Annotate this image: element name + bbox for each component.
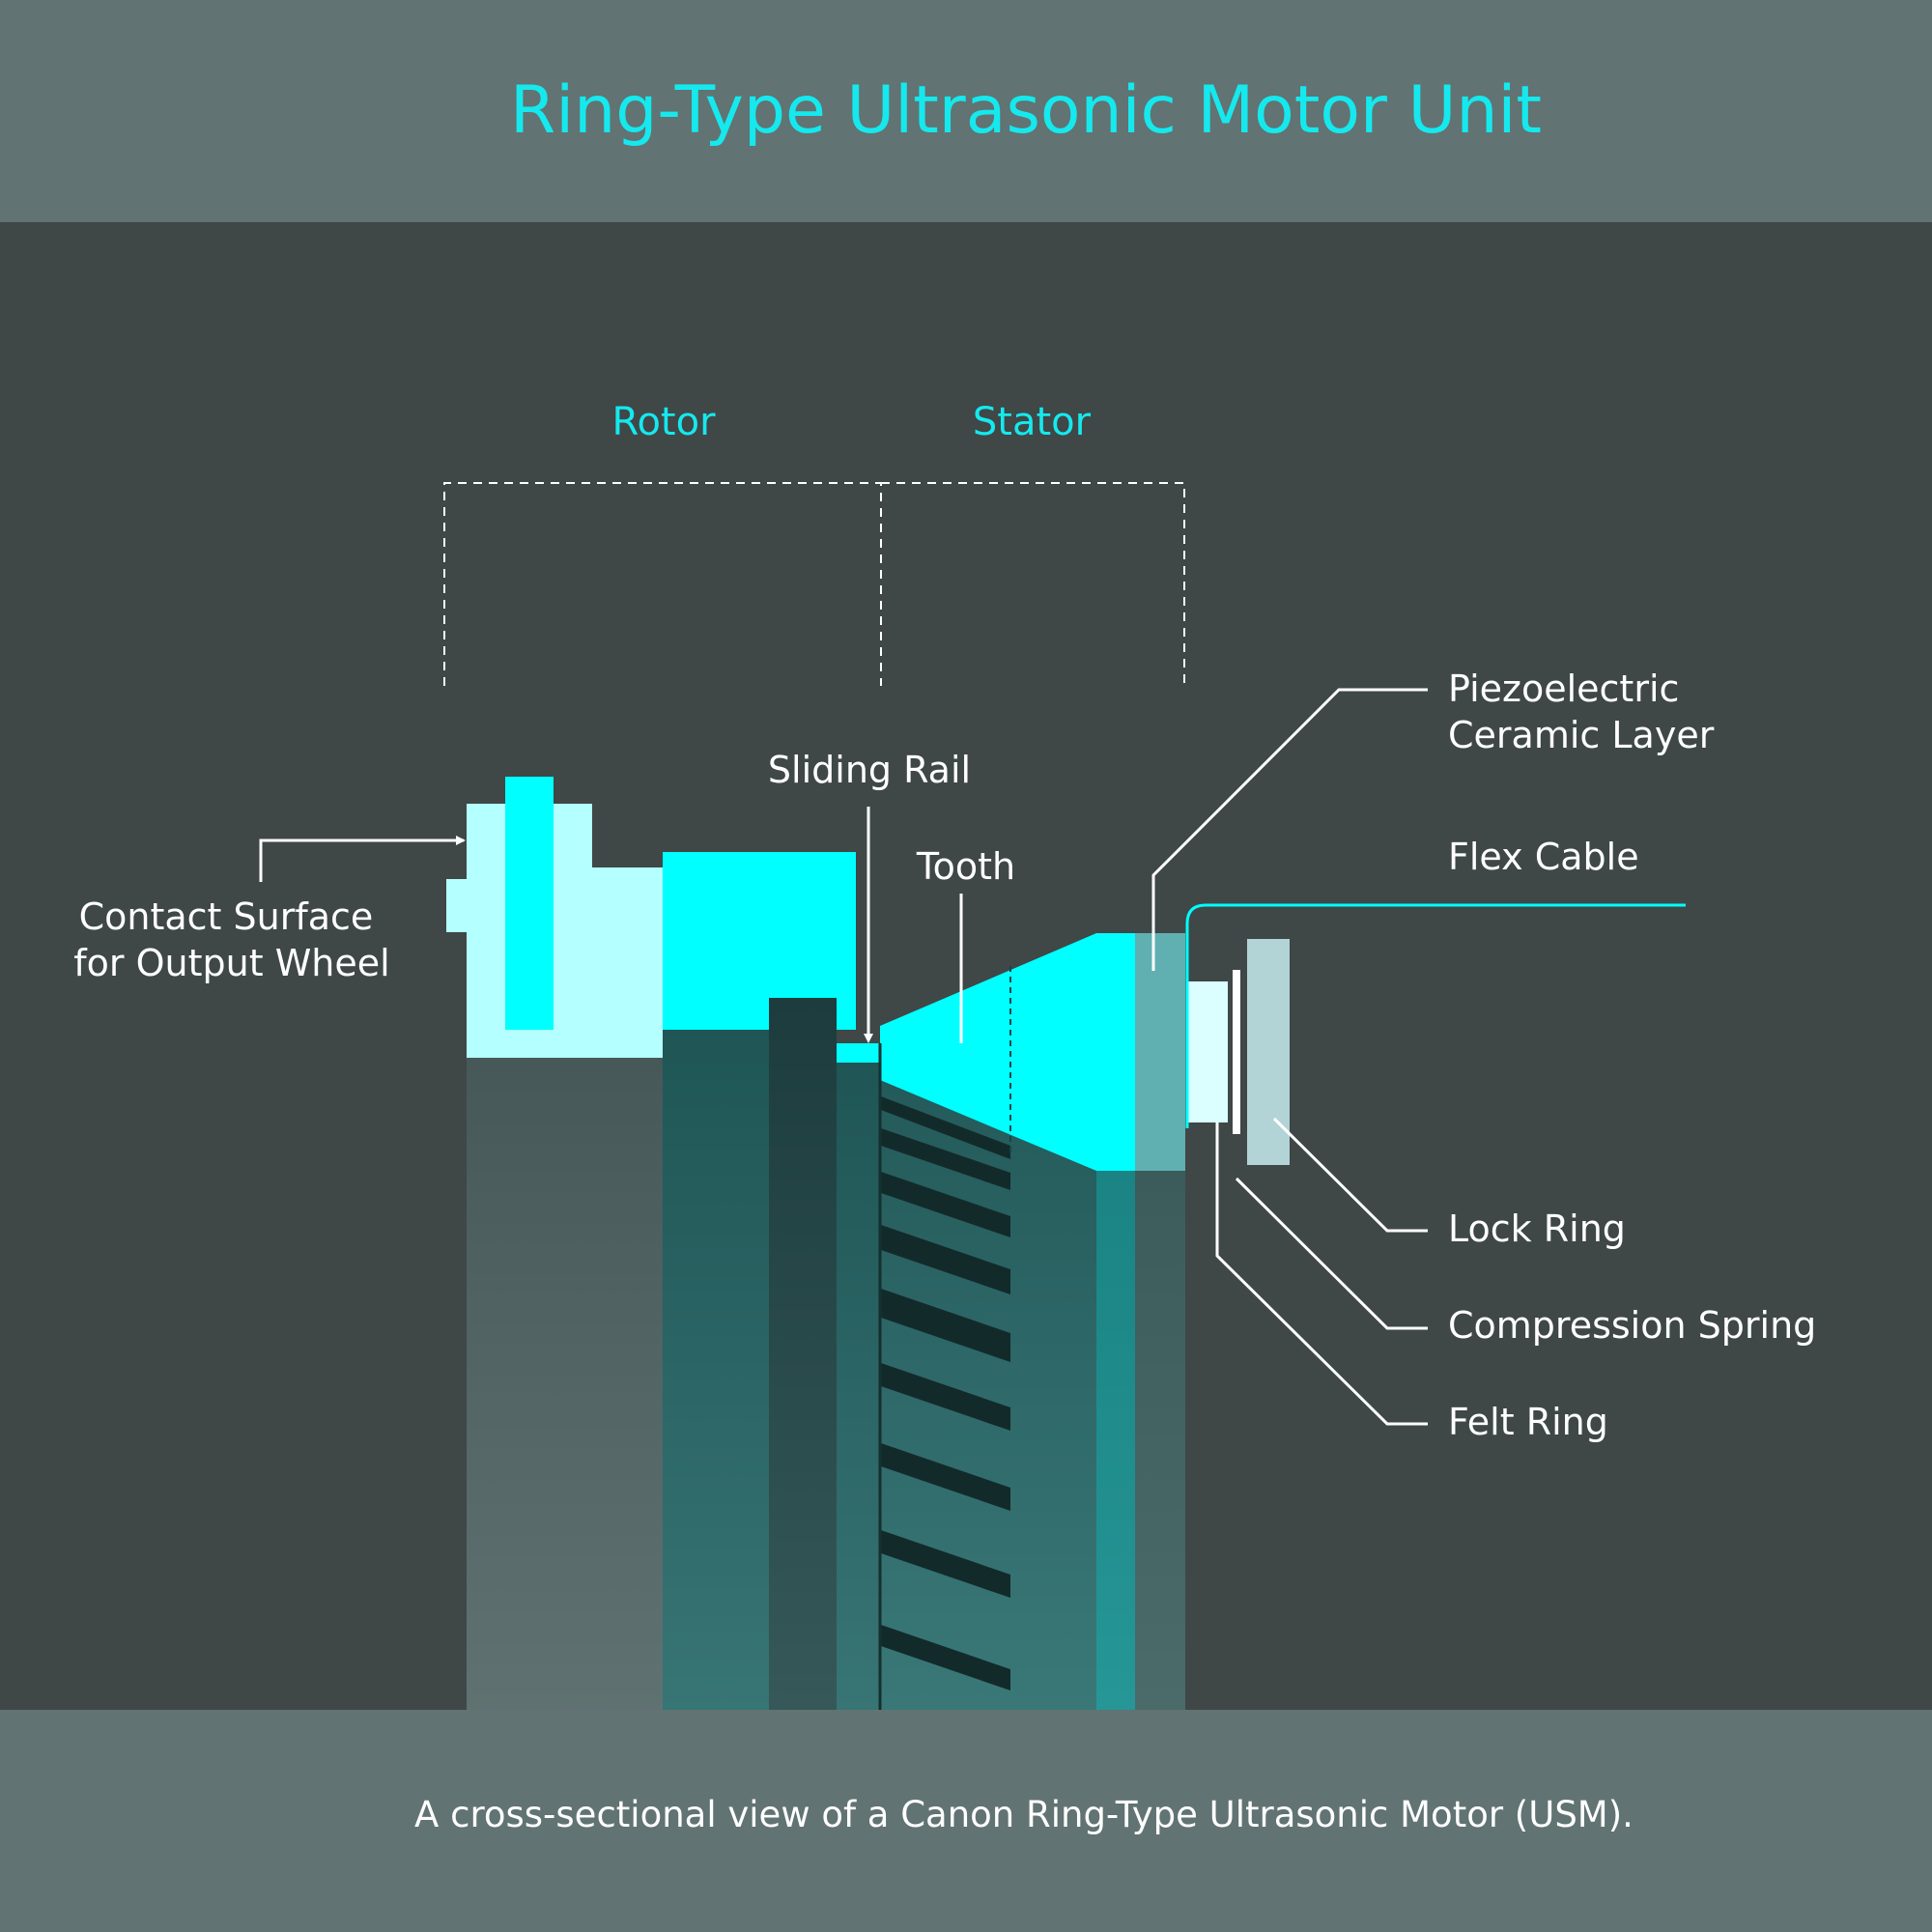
stator-outer-column	[1135, 1171, 1185, 1710]
comb-slot	[881, 1225, 1010, 1294]
felt-ring	[1187, 981, 1228, 1122]
compression-spring-leader	[1235, 1177, 1428, 1330]
felt-ring-label: Felt Ring	[1448, 1401, 1608, 1443]
sliding-rail-label: Sliding Rail	[768, 749, 971, 791]
comb-slot	[881, 1128, 1010, 1190]
contact-surface-label: Contact Surface for Output Wheel	[73, 895, 389, 984]
comb-slot	[881, 1530, 1010, 1598]
rotor-bracket	[443, 482, 882, 686]
lock-ring-label: Lock Ring	[1448, 1208, 1626, 1250]
lock-ring	[1247, 939, 1290, 1165]
stator-bracket	[881, 482, 1185, 686]
header-band	[0, 0, 1932, 222]
comb-slot	[881, 1363, 1010, 1431]
comb-slot	[881, 1172, 1010, 1237]
rotor-housing-lower	[467, 1058, 663, 1710]
piezo-leader	[1151, 688, 1428, 971]
piezo-label: Piezoelectric Ceramic Layer	[1448, 668, 1715, 756]
comb-slot	[881, 1096, 1010, 1159]
piezo-label-line2: Ceramic Layer	[1448, 714, 1715, 756]
rotor-core	[769, 998, 837, 1710]
rotor-group-label: Rotor	[611, 400, 716, 444]
stator-tooth	[880, 933, 1135, 1171]
compression-spring-label: Compression Spring	[1448, 1304, 1816, 1347]
stator-bright-column	[1096, 1171, 1135, 1710]
flex-cable	[1185, 903, 1686, 1128]
felt-ring-leader	[1215, 1122, 1428, 1426]
figure-caption: A cross-sectional view of a Canon Ring-T…	[414, 1794, 1634, 1835]
comb-slot	[881, 1625, 1010, 1690]
stator-comb-slots	[881, 1096, 1010, 1690]
piezo-ceramic-layer	[1135, 933, 1185, 1171]
comb-slot	[881, 1289, 1010, 1362]
flex-cable-label: Flex Cable	[1448, 836, 1639, 878]
output-contact-post	[505, 777, 554, 1030]
sliding-rail-arrowhead	[864, 1034, 873, 1043]
rotor-body	[663, 1030, 769, 1710]
compression-spring	[1233, 970, 1240, 1134]
rotor-edge	[837, 1063, 879, 1710]
sliding-rail-pad	[837, 1043, 879, 1063]
contact-surface-label-line2: for Output Wheel	[73, 942, 389, 984]
piezo-label-line1: Piezoelectric	[1448, 668, 1679, 710]
comb-slot	[881, 1443, 1010, 1511]
footer-band	[0, 1710, 1932, 1932]
stator-group-label: Stator	[973, 400, 1092, 444]
rotor-cyan-cap	[663, 852, 856, 1030]
contact-surface-arrowhead	[456, 836, 466, 845]
page-title: Ring-Type Ultrasonic Motor Unit	[510, 72, 1542, 149]
contact-surface-lip	[446, 879, 467, 932]
contact-surface-leader	[259, 838, 464, 882]
tooth-label: Tooth	[916, 845, 1015, 888]
contact-surface-label-line1: Contact Surface	[79, 895, 374, 938]
lock-ring-leader	[1272, 1117, 1428, 1233]
